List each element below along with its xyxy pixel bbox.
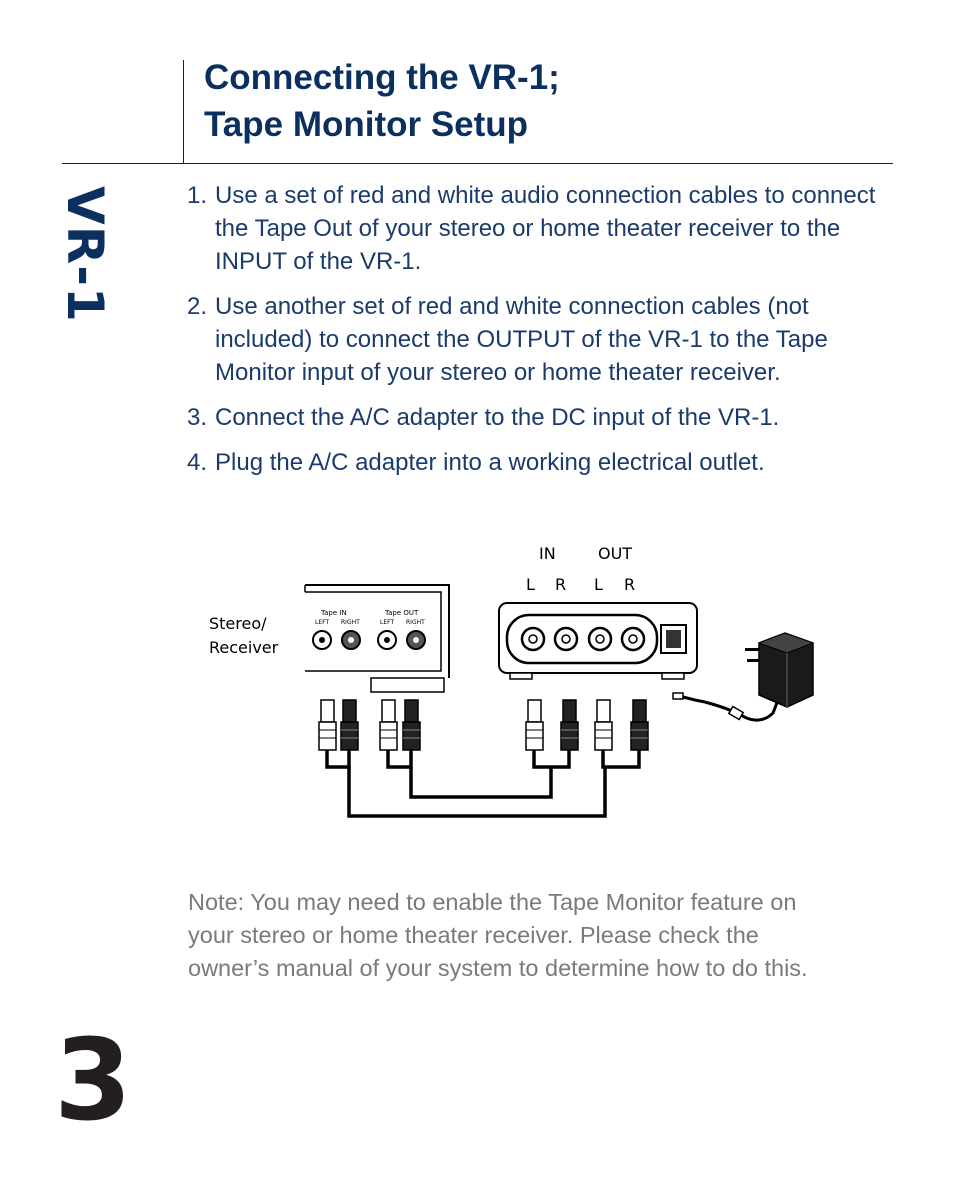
plug-red-4: [630, 699, 649, 751]
receiver-panel: Tape IN Tape OUT LEFT RIGHT LEFT RIGHT: [304, 584, 450, 693]
page-title: Connecting the VR-1; Tape Monitor Setup: [204, 54, 560, 148]
right-label-2: RIGHT: [406, 619, 425, 626]
receiver-label-line-2: Receiver: [209, 638, 279, 657]
header-divider-vertical: [183, 60, 184, 163]
out-left-label: L: [594, 575, 603, 594]
audio-cables: [325, 750, 641, 818]
instruction-steps: 1. Use a set of red and white audio conne…: [187, 179, 887, 491]
out-label: OUT: [598, 544, 632, 563]
plug-white-4: [594, 699, 613, 751]
left-label-1: LEFT: [315, 619, 329, 626]
side-product-label: VR-1: [56, 186, 114, 323]
step-item: 1. Use a set of red and white audio conne…: [187, 179, 887, 278]
step-text: Use another set of red and white connect…: [215, 293, 828, 386]
in-right-label: R: [555, 575, 566, 594]
plug-red-3: [560, 699, 579, 751]
tape-in-label: Tape IN: [320, 609, 347, 617]
step-text: Plug the A/C adapter into a working elec…: [215, 449, 765, 476]
out-right-label: R: [624, 575, 635, 594]
step-number: 4.: [187, 449, 208, 476]
left-label-2: LEFT: [380, 619, 394, 626]
tape-out-label: Tape OUT: [384, 609, 419, 617]
page-number: 3: [54, 1016, 132, 1146]
title-line-2: Tape Monitor Setup: [204, 105, 529, 144]
header-divider-horizontal: [62, 163, 893, 164]
right-label-1: RIGHT: [341, 619, 360, 626]
vr1-device: [498, 602, 698, 680]
step-item: 3. Connect the A/C adapter to the DC inpu…: [187, 401, 887, 434]
plug-red-1: [340, 699, 359, 751]
receiver-label-line-1: Stereo/: [209, 614, 267, 633]
step-number: 2.: [187, 293, 208, 320]
side-label-text: VR-1: [56, 186, 114, 323]
step-text: Connect the A/C adapter to the DC input …: [215, 404, 780, 431]
receiver-jacks: [312, 630, 426, 650]
step-text: Use a set of red and white audio connect…: [215, 182, 876, 275]
plug-white-3: [525, 699, 544, 751]
step-number: 1.: [187, 182, 208, 209]
ac-adapter: [672, 632, 815, 722]
plug-white-1: [318, 699, 337, 751]
connection-diagram: Stereo/ Receiver Tape IN Tape OUT LEFT R…: [209, 544, 815, 818]
note-text: Note: You may need to enable the Tape Mo…: [188, 889, 808, 981]
plug-red-2: [402, 699, 421, 751]
in-label: IN: [539, 544, 556, 563]
in-left-label: L: [526, 575, 535, 594]
rca-plugs: [318, 699, 649, 751]
step-item: 4. Plug the A/C adapter into a working el…: [187, 446, 887, 479]
plug-white-2: [379, 699, 398, 751]
title-line-1: Connecting the VR-1;: [204, 58, 560, 97]
step-number: 3.: [187, 404, 208, 431]
step-item: 2. Use another set of red and white conne…: [187, 290, 887, 389]
